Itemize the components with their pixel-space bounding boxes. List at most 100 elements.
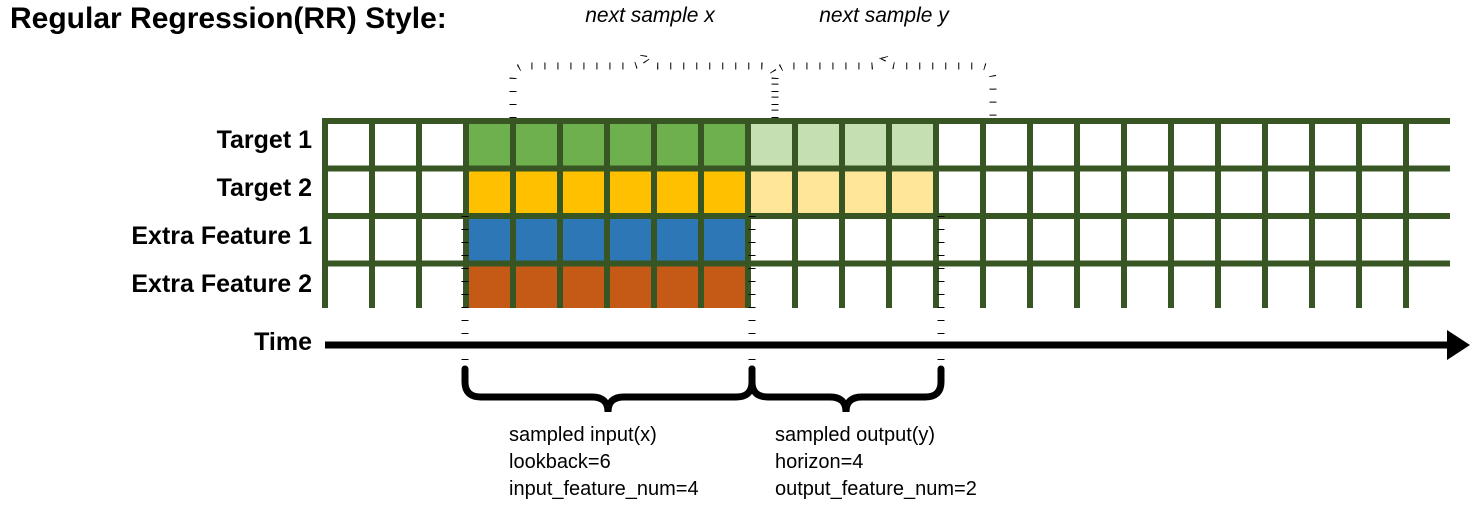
grid-cell <box>751 219 792 261</box>
grid-cell <box>892 171 933 213</box>
sampled-input-caption: sampled input(x) lookback=6 input_featur… <box>509 422 699 503</box>
sampled-input-line-2: lookback=6 <box>509 451 611 473</box>
grid-cell <box>657 171 698 213</box>
grid-cell <box>1174 171 1215 213</box>
grid-cell <box>1221 124 1262 166</box>
grid-cell <box>469 219 510 261</box>
grid-cell <box>1174 219 1215 261</box>
grid-cell <box>1268 266 1309 308</box>
grid-cell <box>422 171 463 213</box>
grid-cell <box>798 171 839 213</box>
grid-cell <box>1362 171 1403 213</box>
row-label-column: Target 1 Target 2 Extra Feature 1 Extra … <box>10 118 312 310</box>
grid-cell <box>1080 219 1121 261</box>
grid-cell <box>986 124 1027 166</box>
grid-cell <box>939 266 980 308</box>
next-sample-y-label: next sample y <box>819 4 949 27</box>
grid-cell <box>563 171 604 213</box>
grid-cell <box>1033 219 1074 261</box>
grid-cell <box>751 266 792 308</box>
grid-cell <box>1127 171 1168 213</box>
grid-cell <box>845 219 886 261</box>
grid-cell <box>563 124 604 166</box>
grid-cell <box>845 266 886 308</box>
grid-cell <box>892 266 933 308</box>
sampled-input-line-3: input_feature_num=4 <box>509 478 699 500</box>
grid-cell <box>328 124 369 166</box>
grid-cell <box>1174 124 1215 166</box>
grid-cell <box>469 266 510 308</box>
grid-cell <box>1409 124 1450 166</box>
grid-cell <box>1315 171 1356 213</box>
grid-cell <box>1409 219 1450 261</box>
grid-cell <box>1409 171 1450 213</box>
grid-cell <box>704 266 745 308</box>
grid-cell <box>1315 124 1356 166</box>
next-sample-x-brace <box>509 51 779 118</box>
grid-cell <box>986 171 1027 213</box>
grid-cell <box>328 266 369 308</box>
grid-cell <box>1127 266 1168 308</box>
grid-cell <box>1268 219 1309 261</box>
time-axis-label: Time <box>254 328 312 356</box>
grid-cell <box>939 171 980 213</box>
grid-cell <box>1315 219 1356 261</box>
sampled-input-line-1: sampled input(x) <box>509 424 657 446</box>
grid-cell <box>1127 124 1168 166</box>
page-title: Regular Regression(RR) Style: <box>10 2 447 35</box>
grid-cell <box>1409 266 1450 308</box>
grid-cell <box>328 219 369 261</box>
grid-cell <box>516 124 557 166</box>
grid-cell <box>516 266 557 308</box>
grid-cell <box>939 219 980 261</box>
grid-cell <box>657 219 698 261</box>
grid-cell <box>516 171 557 213</box>
grid-cell <box>1362 219 1403 261</box>
grid-cell <box>375 171 416 213</box>
grid-cell <box>610 171 651 213</box>
next-sample-y-brace <box>771 51 997 118</box>
grid-cell <box>892 124 933 166</box>
grid-cell <box>469 124 510 166</box>
grid-cell <box>422 219 463 261</box>
grid-cell <box>1080 124 1121 166</box>
grid-cell <box>845 171 886 213</box>
row-label-extra-feature-2: Extra Feature 2 <box>131 270 312 298</box>
grid-cell <box>986 266 1027 308</box>
row-label-target-2: Target 2 <box>216 174 312 202</box>
grid-cell <box>1221 171 1262 213</box>
next-sample-x-label: next sample x <box>585 4 715 27</box>
grid-cell <box>1174 266 1215 308</box>
grid-cell <box>845 124 886 166</box>
grid-cell <box>469 171 510 213</box>
top-brace-group <box>509 51 997 118</box>
grid-cell <box>751 171 792 213</box>
grid-cell <box>1080 171 1121 213</box>
grid-cell <box>375 219 416 261</box>
grid-cell <box>563 219 604 261</box>
grid-cell <box>798 219 839 261</box>
grid-cell <box>939 124 980 166</box>
row-label-target-1: Target 1 <box>216 126 312 154</box>
grid-cell <box>1080 266 1121 308</box>
grid-cell <box>892 219 933 261</box>
sampled-output-line-1: sampled output(y) <box>775 424 936 446</box>
grid-cell <box>1362 266 1403 308</box>
grid-cell <box>1221 266 1262 308</box>
grid-cell <box>1362 124 1403 166</box>
grid-cell <box>1221 219 1262 261</box>
grid-cell <box>610 266 651 308</box>
grid-cell <box>375 266 416 308</box>
sampled-input-brace <box>461 365 756 413</box>
grid-cell <box>1127 219 1168 261</box>
grid-cell <box>1315 266 1356 308</box>
time-axis-arrow <box>325 330 1470 360</box>
grid-cell <box>798 124 839 166</box>
sampled-output-caption: sampled output(y) horizon=4 output_featu… <box>775 422 977 503</box>
arrow-right-icon <box>1447 330 1470 360</box>
grid-cell <box>422 266 463 308</box>
grid-cell <box>704 219 745 261</box>
grid-cell <box>1033 266 1074 308</box>
grid-cell <box>1033 171 1074 213</box>
